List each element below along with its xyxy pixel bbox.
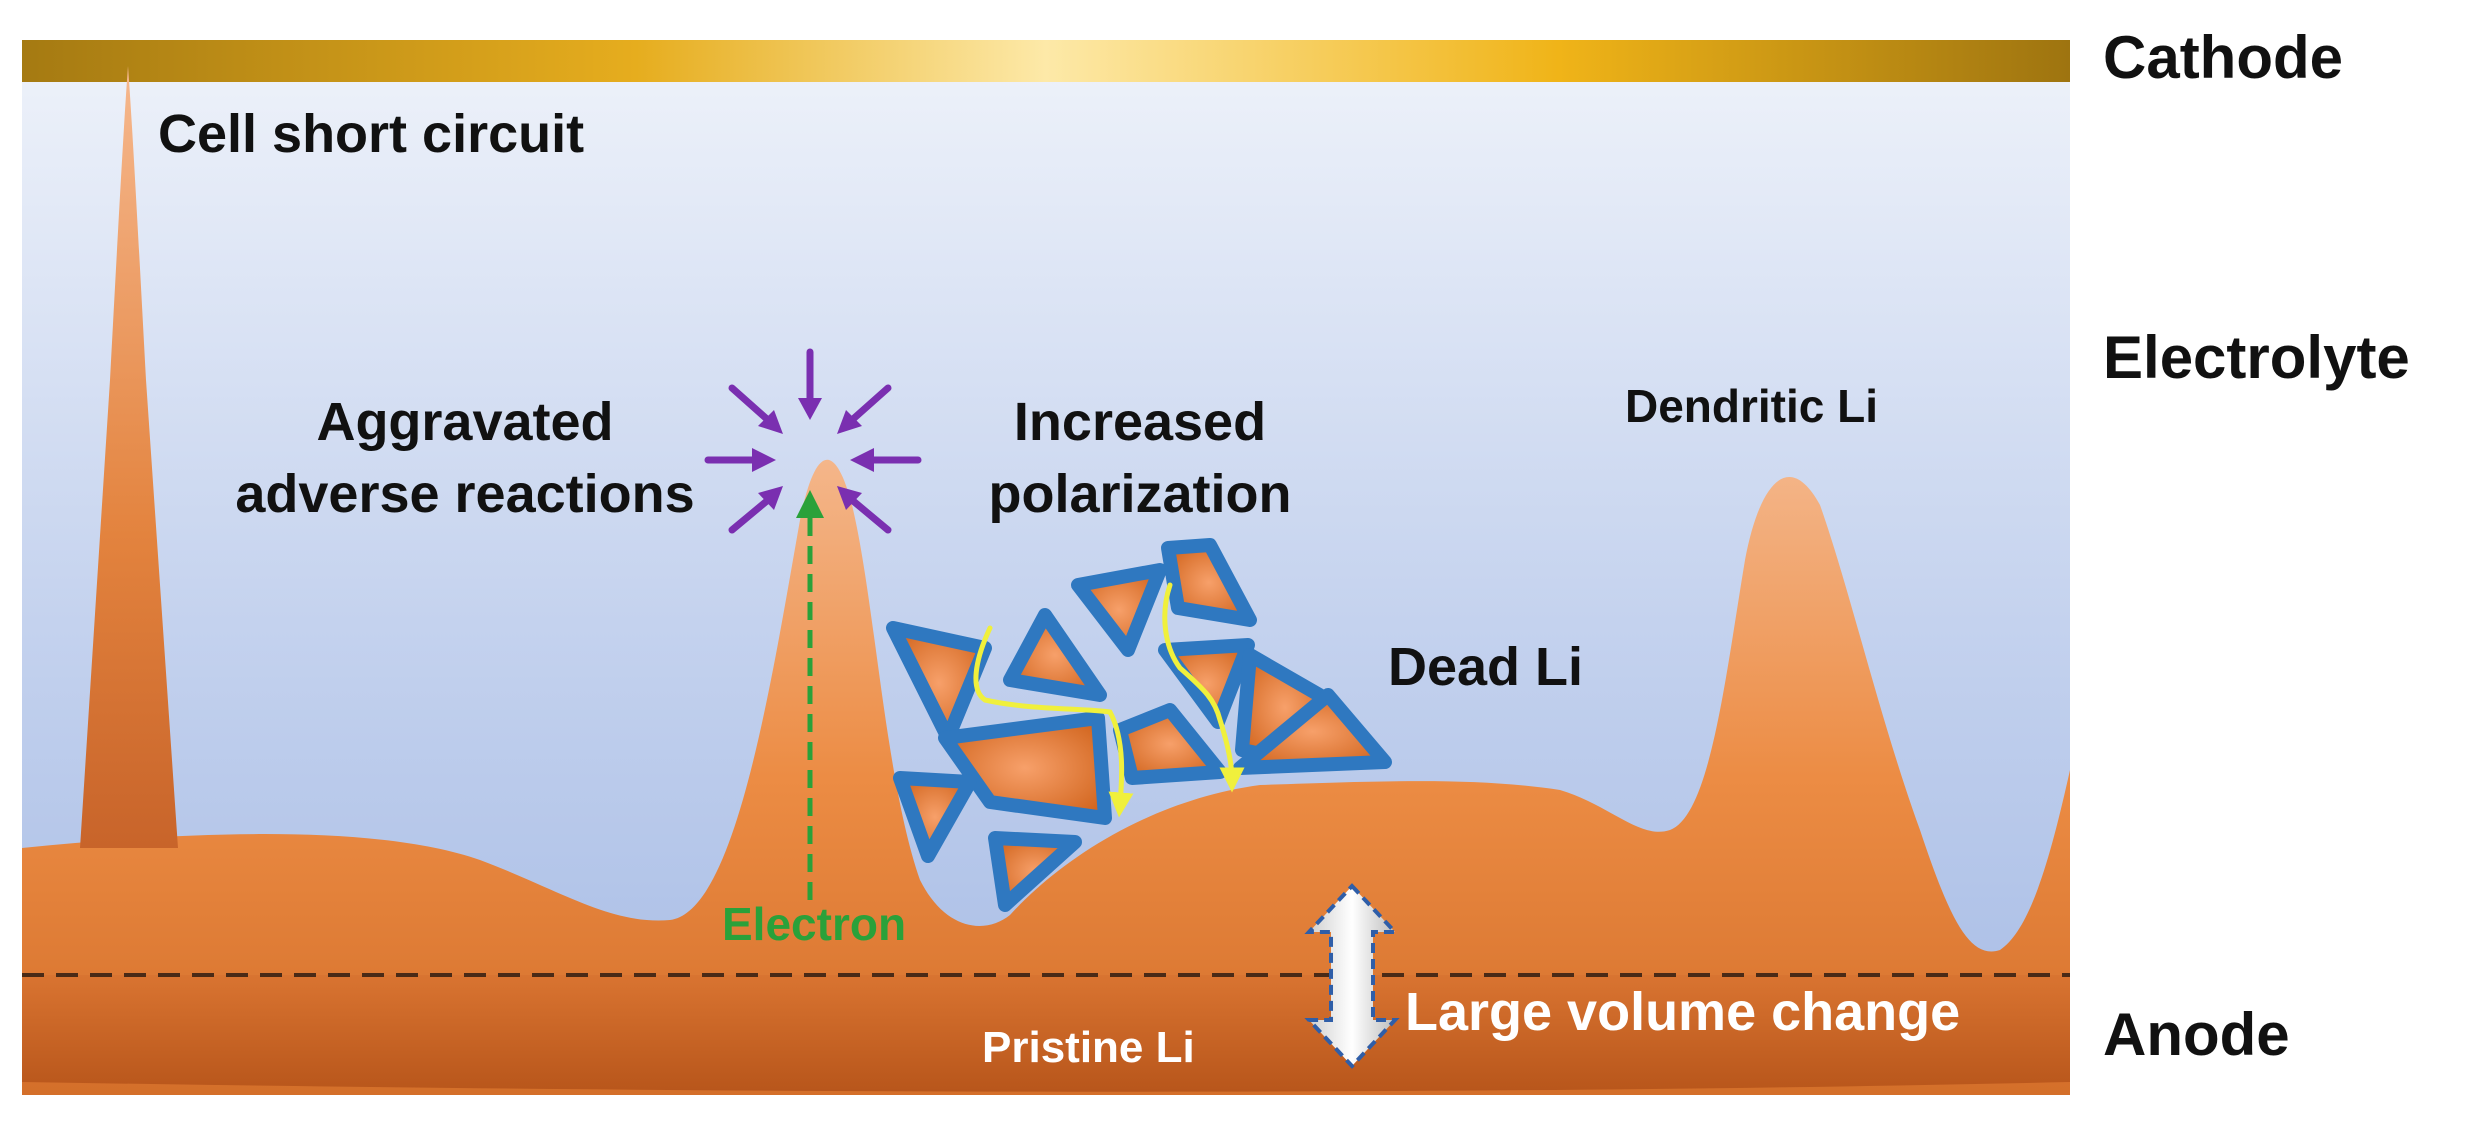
current-paths xyxy=(973,582,1245,818)
aggravated-label-line1: Aggravated xyxy=(316,392,613,452)
adverse-reaction-arrows xyxy=(704,348,922,534)
dead-li-fragment xyxy=(1071,563,1167,657)
dead-li-fragment xyxy=(988,831,1082,912)
short-circuit-dendrite xyxy=(80,66,178,848)
increased-label-line2: polarization xyxy=(988,464,1291,524)
dendritic-li-label: Dendritic Li xyxy=(1625,380,1878,432)
cathode-label: Cathode xyxy=(2103,24,2343,91)
dead-li-fragment xyxy=(1161,538,1257,627)
aggravated-label-line2: adverse reactions xyxy=(235,464,694,524)
dead-li-fragment xyxy=(1233,688,1392,775)
dead-li-fragment xyxy=(1003,608,1107,702)
dead-li-fragment xyxy=(1158,638,1255,729)
dead-li-fragment xyxy=(893,771,977,863)
lithium-deposit-surface xyxy=(22,459,2070,1095)
pristine-li-label: Pristine Li xyxy=(982,1023,1195,1072)
dead-li-label: Dead Li xyxy=(1388,637,1583,697)
electron-label: Electron xyxy=(722,898,906,950)
cell-short-circuit-label: Cell short circuit xyxy=(158,104,584,164)
anode-label: Anode xyxy=(2103,1001,2290,1068)
electrolyte-label: Electrolyte xyxy=(2103,324,2410,391)
cathode-layer xyxy=(22,40,2070,82)
dead-li-fragment xyxy=(886,621,992,745)
large-volume-change-label: Large volume change xyxy=(1405,982,1960,1042)
electron-arrow xyxy=(796,490,824,900)
volume-change-arrow xyxy=(1304,883,1400,1069)
current-path xyxy=(973,625,1134,818)
pristine-li-layer xyxy=(22,975,2070,1092)
current-path xyxy=(1162,582,1245,793)
increased-label-line1: Increased xyxy=(1014,392,1266,452)
